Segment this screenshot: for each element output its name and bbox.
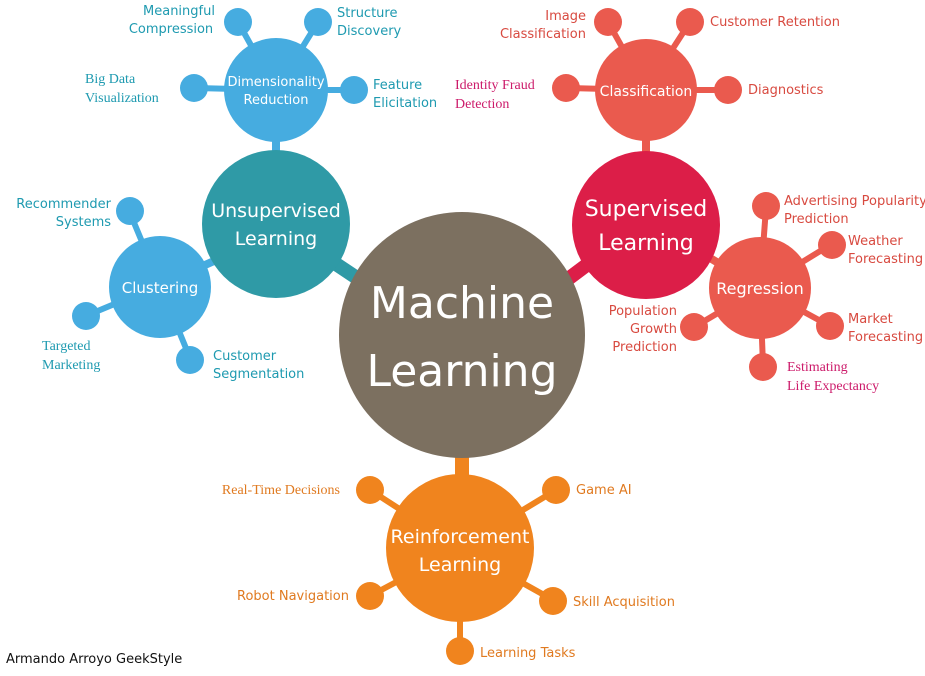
label-life-expectancy-1: Estimating: [787, 360, 848, 375]
regression-label: Regression: [716, 279, 804, 298]
unsupervised-labels: Meaningful Compression Structure Discove…: [16, 4, 437, 382]
reinforcement-line2: Learning: [419, 554, 502, 576]
dot-targeted-marketing: [72, 302, 100, 330]
label-customer-segmentation-2: Segmentation: [213, 367, 304, 382]
dot-advertising: [752, 192, 780, 220]
label-market-1: Market: [848, 312, 893, 327]
dot-population: [680, 313, 708, 341]
dot-identity-fraud: [552, 74, 580, 102]
label-diagnostics: Diagnostics: [748, 83, 824, 98]
dot-big-data: [180, 74, 208, 102]
label-recommender-2: Systems: [56, 215, 111, 230]
label-big-data-1: Big Data: [85, 72, 136, 87]
label-market-2: Forecasting: [848, 330, 923, 345]
label-weather-1: Weather: [848, 234, 903, 249]
dot-robot-navigation: [356, 582, 384, 610]
reinforcement-labels: Game AI Robot Navigation Skill Acquisiti…: [237, 483, 675, 661]
label-identity-fraud-1: Identity Fraud: [455, 78, 535, 93]
reinforcement-serif-labels: Real-Time Decisions: [222, 483, 340, 498]
regression-node: [709, 237, 811, 339]
label-customer-retention: Customer Retention: [710, 15, 840, 30]
label-structure-discovery-2: Discovery: [337, 24, 402, 39]
unsupervised-line2: Learning: [235, 228, 318, 250]
label-advertising-1: Advertising Popularity: [784, 194, 925, 209]
label-recommender-1: Recommender: [16, 197, 111, 212]
dot-market: [816, 312, 844, 340]
machine-learning-core: [339, 212, 585, 458]
label-targeted-1: Targeted: [42, 339, 91, 354]
core-line2: Learning: [366, 346, 557, 397]
dot-real-time: [356, 476, 384, 504]
label-population-2: Growth: [630, 322, 677, 337]
unsupervised-serif-labels: Big Data Visualization Targeted Marketin…: [42, 72, 159, 373]
dimensionality-line1: Dimensionality: [227, 75, 324, 90]
label-identity-fraud-2: Detection: [455, 97, 509, 112]
dot-diagnostics: [714, 76, 742, 104]
label-population-3: Prediction: [612, 340, 677, 355]
label-image-classification-2: Classification: [500, 27, 586, 42]
supervised-line1: Supervised: [585, 197, 708, 222]
clustering-label: Clustering: [122, 279, 198, 297]
dimensionality-line2: Reduction: [244, 93, 309, 108]
dot-customer-retention: [676, 8, 704, 36]
label-meaningful-compression-1: Meaningful: [143, 4, 215, 19]
dot-customer-segmentation: [176, 346, 204, 374]
label-feature-elicitation-1: Feature: [373, 78, 422, 93]
label-advertising-2: Prediction: [784, 212, 849, 227]
label-skill-acquisition: Skill Acquisition: [573, 595, 675, 610]
label-life-expectancy-2: Life Expectancy: [787, 379, 879, 394]
dot-image-classification: [594, 8, 622, 36]
dot-weather: [818, 231, 846, 259]
label-feature-elicitation-2: Elicitation: [373, 96, 437, 111]
leaf-dots: [72, 8, 846, 665]
label-big-data-2: Visualization: [85, 91, 159, 106]
supervised-labels: Image Classification Customer Retention …: [500, 9, 925, 355]
label-structure-discovery-1: Structure: [337, 6, 397, 21]
clustering-node: [109, 236, 211, 338]
dot-structure-discovery: [304, 8, 332, 36]
label-targeted-2: Marketing: [42, 358, 100, 373]
label-learning-tasks: Learning Tasks: [480, 646, 576, 661]
label-weather-2: Forecasting: [848, 252, 923, 267]
dimensionality-reduction-node: [224, 38, 328, 142]
dot-feature-elicitation: [340, 76, 368, 104]
unsupervised-line1: Unsupervised: [211, 200, 341, 222]
dot-meaningful-compression: [224, 8, 252, 36]
label-meaningful-compression-2: Compression: [129, 22, 213, 37]
label-image-classification-1: Image: [545, 9, 586, 24]
dot-game-ai: [542, 476, 570, 504]
dot-life-expectancy: [749, 353, 777, 381]
supervised-line2: Learning: [598, 231, 694, 256]
core-line1: Machine: [370, 278, 554, 329]
dot-recommender: [116, 197, 144, 225]
supervised-learning-node: [572, 151, 720, 299]
unsupervised-learning-node: [202, 150, 350, 298]
dot-learning-tasks: [446, 637, 474, 665]
classification-label: Classification: [600, 84, 693, 100]
label-real-time-decisions: Real-Time Decisions: [222, 483, 340, 498]
reinforcement-line1: Reinforcement: [391, 526, 530, 548]
label-game-ai: Game AI: [576, 483, 632, 498]
dot-skill-acquisition: [539, 587, 567, 615]
label-customer-segmentation-1: Customer: [213, 349, 277, 364]
reinforcement-learning-node: [386, 474, 534, 622]
classification-node: [595, 39, 697, 141]
supervised-serif-labels: Identity Fraud Detection Estimating Life…: [455, 78, 879, 394]
author-credit: Armando Arroyo GeekStyle: [6, 652, 183, 667]
label-population-1: Population: [609, 304, 677, 319]
label-robot-navigation: Robot Navigation: [237, 589, 349, 604]
